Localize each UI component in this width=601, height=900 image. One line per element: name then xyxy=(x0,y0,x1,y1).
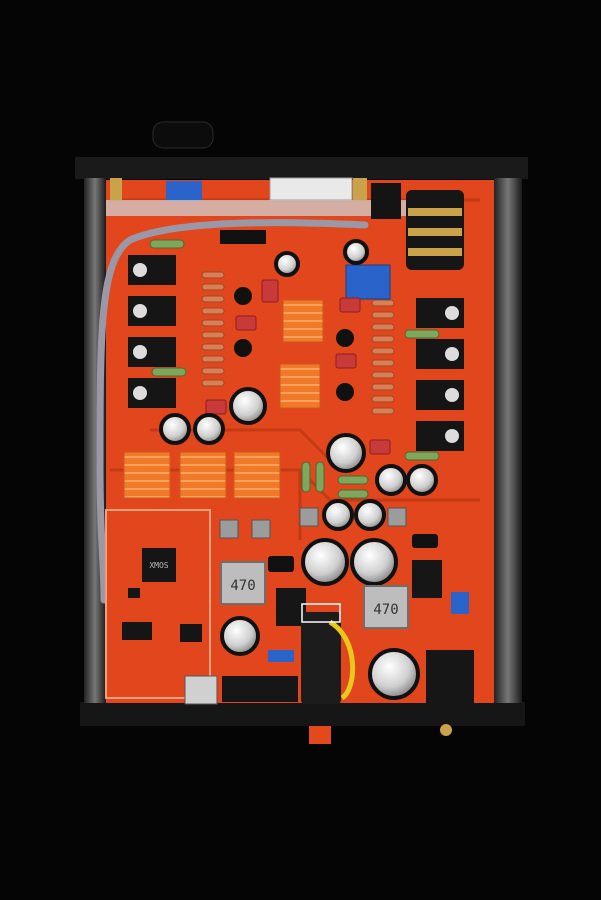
ribbon-strip xyxy=(106,200,406,216)
jack-contact-3 xyxy=(408,248,462,256)
transistor-screw xyxy=(133,304,147,318)
gold-rca-jack xyxy=(440,724,452,736)
right-transistor-column xyxy=(416,298,464,451)
transistor-screw xyxy=(445,347,459,361)
heatsink-row-2 xyxy=(179,451,227,499)
resistor-array-left xyxy=(201,271,225,387)
daughterboard-ic xyxy=(122,622,152,640)
green-resistors xyxy=(149,239,440,499)
xmos-chip-label: XMOS xyxy=(149,561,168,570)
blue-trimmer xyxy=(451,592,469,614)
gold-post-right xyxy=(353,178,367,200)
small-black-part xyxy=(412,534,438,548)
heatsink-row-3 xyxy=(233,451,281,499)
electrolytic-capacitors xyxy=(159,239,438,700)
transistor-screw xyxy=(133,345,147,359)
top-header-connector xyxy=(269,177,353,201)
red-capacitors xyxy=(205,279,391,455)
power-switch xyxy=(309,726,331,744)
chassis-top-bar xyxy=(75,157,528,179)
yellow-wire xyxy=(328,619,356,701)
jack-contact-2 xyxy=(408,228,462,236)
blue-terminal-top xyxy=(166,181,202,201)
left-transistor-column xyxy=(128,255,176,408)
heatsink-row-1 xyxy=(123,451,171,499)
usb-port xyxy=(184,675,218,705)
transistor-screw xyxy=(445,306,459,320)
chassis-right-rail xyxy=(494,178,522,703)
transistor-screw xyxy=(445,388,459,402)
voltage-regulator xyxy=(412,560,442,598)
power-inductor-left xyxy=(220,561,266,605)
transistor-screw xyxy=(133,386,147,400)
heatsink-upper-1 xyxy=(282,299,324,343)
small-black-part xyxy=(268,556,294,572)
transistor-screw xyxy=(445,429,459,443)
grey-wire xyxy=(96,219,369,604)
silkscreen-box xyxy=(301,603,341,623)
xmos-chip xyxy=(142,548,176,582)
bottom-header xyxy=(222,676,298,702)
power-inductor-right xyxy=(363,585,409,629)
gold-post-left xyxy=(110,178,122,200)
transistor-screw xyxy=(133,263,147,277)
small-transistors xyxy=(234,287,354,401)
blue-relay xyxy=(345,264,391,300)
small-smd-inductors xyxy=(219,507,407,539)
power-socket xyxy=(301,612,341,704)
usb-daughterboard xyxy=(105,509,211,699)
resistor-array-right xyxy=(371,299,395,415)
power-inductor-right-label: 470 xyxy=(373,602,398,618)
ic-chip xyxy=(220,230,266,244)
blue-trimmer xyxy=(268,650,294,662)
power-inductor-left-label: 470 xyxy=(230,578,255,594)
black-connector-top xyxy=(371,183,401,219)
daughterboard-ic xyxy=(128,588,140,598)
volume-knob xyxy=(152,121,214,149)
chassis-bottom-bar xyxy=(80,702,525,726)
heatsink-upper-2 xyxy=(279,363,321,409)
jack-contact-1 xyxy=(408,208,462,216)
dc-jack xyxy=(426,650,474,704)
daughterboard-ic xyxy=(180,624,202,642)
